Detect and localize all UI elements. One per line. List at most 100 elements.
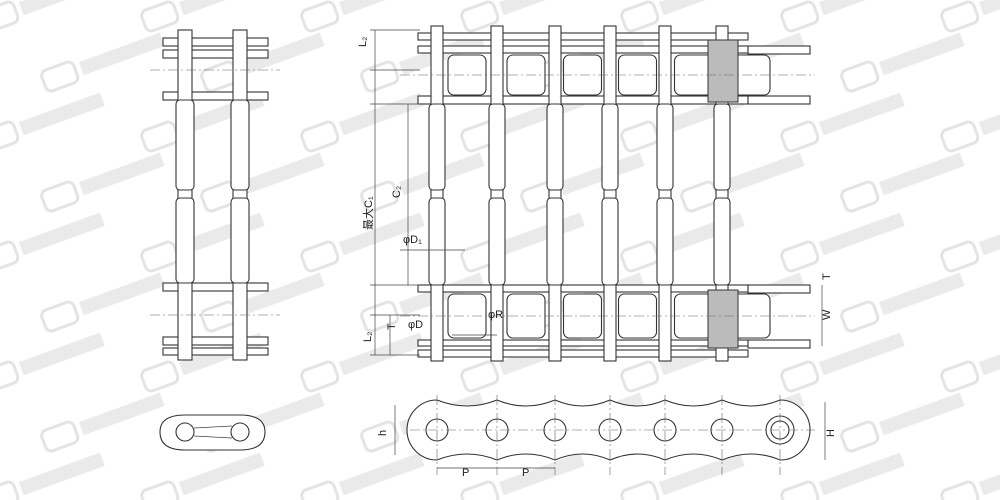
watermark-logo (940, 452, 1000, 500)
watermark-badge (0, 360, 20, 393)
watermark-logo (300, 452, 425, 500)
watermark-logo (140, 452, 265, 500)
watermark-wordmark (658, 452, 745, 496)
watermark-wordmark (878, 272, 965, 316)
link-plate (747, 95, 811, 105)
watermark-wordmark (18, 332, 105, 376)
watermark-wordmark (498, 452, 585, 496)
watermark-badge (460, 0, 500, 33)
watermark-wordmark (498, 212, 585, 256)
label-pitch-2: P (522, 467, 529, 479)
watermark-wordmark (178, 0, 265, 16)
link-plate (417, 339, 749, 347)
watermark-badge (840, 300, 880, 333)
watermark-logo (780, 452, 905, 500)
bushing (601, 197, 619, 286)
side-roller (175, 197, 195, 284)
watermark-badge (300, 0, 340, 33)
watermark-badge (460, 360, 500, 393)
watermark-logo (0, 452, 105, 500)
watermark-wordmark (18, 0, 105, 16)
watermark-logo (780, 92, 905, 153)
side-pin (177, 29, 193, 361)
watermark-wordmark (78, 152, 165, 196)
watermark-wordmark (78, 392, 165, 436)
label-h-large: H (825, 429, 837, 437)
watermark-wordmark (718, 152, 805, 196)
watermark-badge (140, 480, 180, 500)
dimension-lines (370, 29, 826, 469)
watermark-wordmark (18, 92, 105, 136)
pin (603, 25, 617, 362)
link-plate (417, 284, 749, 293)
watermark-logo (780, 332, 905, 393)
watermark-wordmark (818, 212, 905, 256)
watermark-wordmark (238, 272, 325, 316)
watermark-wordmark (18, 212, 105, 256)
label-l2-bottom: L₂ (362, 332, 374, 342)
watermark-logo (300, 212, 425, 273)
link-plate (747, 339, 811, 349)
side-pin (232, 29, 248, 361)
watermark-logo (680, 152, 805, 213)
watermark-badge (300, 480, 340, 500)
watermark-badge (0, 0, 20, 33)
link-plate (417, 32, 749, 41)
watermark-badge (360, 60, 400, 93)
watermark-badge (840, 420, 880, 453)
watermark-wordmark (978, 0, 1000, 16)
label-c1-max: 最大C₁ (361, 196, 375, 230)
link-plate (417, 95, 749, 105)
watermark-badge (620, 120, 660, 153)
link-plate (417, 349, 749, 358)
connecting-link-section (707, 39, 739, 103)
watermark-badge (940, 240, 980, 273)
watermark-logo (40, 152, 165, 213)
side-plate (162, 336, 269, 346)
watermark-logo (520, 152, 645, 213)
watermark-badge (40, 60, 80, 93)
side-roller (175, 99, 195, 191)
watermark-logo (0, 332, 105, 393)
watermark-logo (940, 0, 1000, 33)
front-view (406, 395, 815, 475)
label-t-right: T (821, 273, 833, 280)
bushing (601, 103, 619, 191)
watermark-wordmark (238, 32, 325, 76)
watermark-logo (620, 0, 745, 33)
watermark-logo (360, 152, 485, 213)
label-d1: φD₁ (403, 234, 422, 246)
watermark-badge (460, 480, 500, 500)
watermark-badge (300, 360, 340, 393)
watermark-badge (0, 480, 20, 500)
watermark-badge (940, 360, 980, 393)
watermark-badge (0, 120, 20, 153)
watermark-badge (0, 240, 20, 273)
watermark-wordmark (338, 0, 425, 16)
top-view (400, 25, 815, 362)
watermark-badge (620, 480, 660, 500)
bushing (428, 197, 446, 286)
watermark-wordmark (878, 32, 965, 76)
bushing (713, 103, 731, 191)
watermark-wordmark (338, 212, 425, 256)
watermark-wordmark (878, 152, 965, 196)
link-plate (417, 45, 749, 54)
watermark-wordmark (18, 452, 105, 496)
watermark-logo (840, 272, 965, 333)
watermark-logo (460, 452, 585, 500)
bushing (546, 197, 564, 286)
watermark-logo (460, 212, 585, 273)
side-roller (230, 99, 250, 191)
label-d: φD (408, 319, 423, 331)
watermark-wordmark (238, 152, 325, 196)
watermark-logo (40, 392, 165, 453)
watermark-logo (40, 32, 165, 93)
watermark-logo (40, 272, 165, 333)
watermark-wordmark (818, 92, 905, 136)
link-plate (747, 284, 811, 294)
watermark-badge (40, 180, 80, 213)
watermark-badge (360, 180, 400, 213)
